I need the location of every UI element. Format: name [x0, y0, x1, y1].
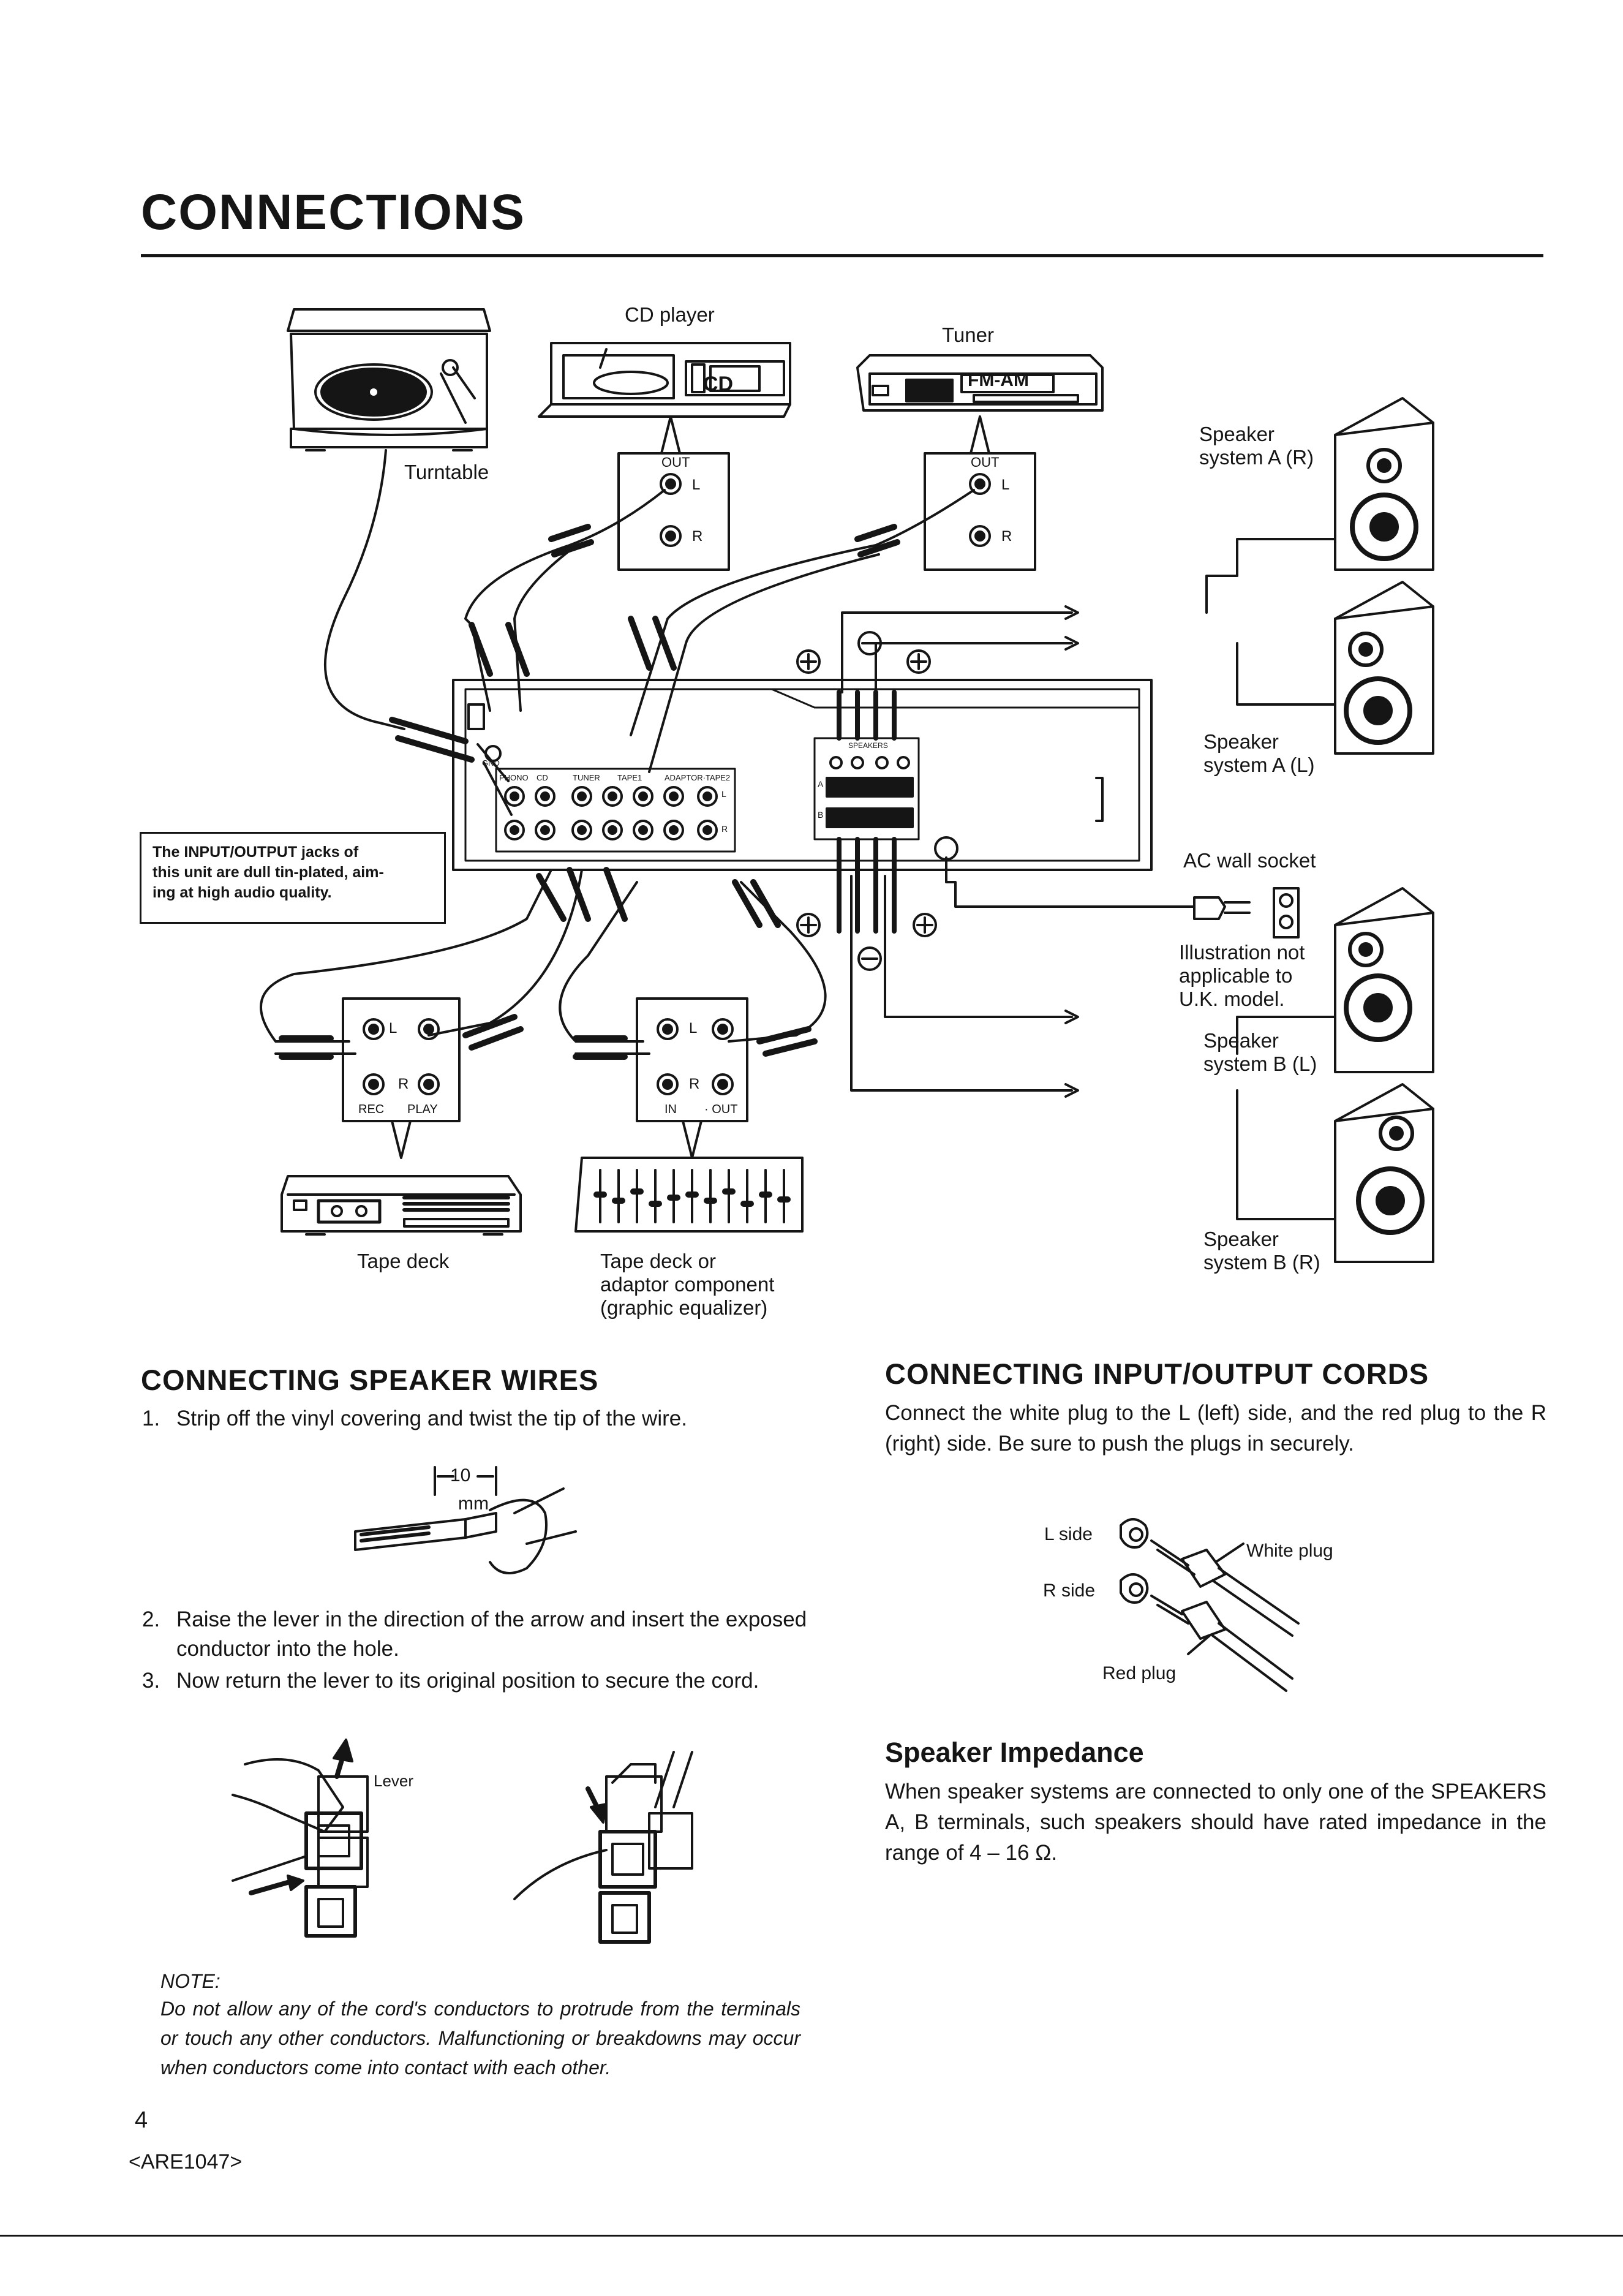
turntable-label: Turntable	[404, 461, 489, 483]
document-code: <ARE1047>	[129, 2150, 243, 2173]
tape-play-label: PLAY	[407, 1103, 438, 1116]
tuner-l-label: L	[1001, 477, 1010, 493]
tuner-illustration	[856, 354, 1104, 412]
tuner-out-jack-panel	[924, 415, 1036, 571]
cd-r-label: R	[692, 528, 703, 545]
cd-player-label: CD player	[625, 303, 715, 326]
equalizer-illustration	[574, 1157, 804, 1233]
red-plug-label: Red plug	[1102, 1663, 1177, 1683]
ac-plug-illustration	[1156, 887, 1300, 938]
tape-deck-jack-panel	[342, 997, 461, 1159]
page-number: 4	[135, 2107, 148, 2133]
speaker-wires	[796, 538, 1336, 1220]
tuner-out-label: OUT	[971, 455, 1000, 470]
strip-wire-illustration	[354, 1466, 577, 1574]
speaker-b-left-label: Speaker system B (L)	[1203, 1029, 1317, 1075]
title-rule	[141, 254, 1543, 257]
plug-illustration	[1120, 1518, 1300, 1692]
turntable-plug-pair	[389, 717, 475, 763]
uk-note-label: Illustration not applicable to U.K. mode…	[1179, 941, 1305, 1010]
speaker-a-right-label: Speaker system A (R)	[1199, 423, 1314, 469]
l-side-label: L side	[1044, 1524, 1093, 1544]
tuner-r-label: R	[1001, 528, 1012, 545]
ac-wall-socket-label: AC wall socket	[1183, 849, 1316, 872]
note-text: Do not allow any of the cord's conductor…	[160, 1998, 800, 2079]
amplifier-rear-panel	[452, 679, 1159, 908]
lever-raise-illustration	[232, 1739, 369, 1938]
speaker-wires-step-3: 3. Now return the lever to its original …	[142, 1669, 759, 1693]
tape-r-label: R	[398, 1076, 409, 1092]
cd-l-label: L	[692, 477, 701, 493]
speaker-wires-step-1: 1. Strip off the vinyl covering and twis…	[142, 1407, 687, 1430]
strip-length-unit: mm	[458, 1494, 489, 1514]
speaker-wires-step-2: 2. Raise the lever in the direction of t…	[142, 1607, 807, 1661]
lever-label: Lever	[374, 1772, 414, 1790]
adaptor-in-label: IN	[665, 1103, 677, 1116]
strip-length-value: 10	[450, 1465, 471, 1486]
note-title: NOTE:	[160, 1970, 220, 1992]
panel-b-label: B	[818, 810, 824, 820]
tuner-label: Tuner	[942, 323, 994, 346]
panel-adaptor-label: ADAPTOR·TAPE2	[665, 773, 731, 782]
tuner-cord	[630, 489, 975, 773]
cd-display-text: CD	[703, 372, 734, 396]
speaker-b-right-label: Speaker system B (R)	[1203, 1228, 1320, 1274]
cd-cord	[464, 489, 666, 712]
lever-return-illustration	[513, 1751, 693, 1944]
impedance-text: When speaker systems are connected to on…	[885, 1780, 1546, 1865]
speaker-b-left-illustration	[1334, 887, 1434, 1073]
speaker-a-left-label: Speaker system A (L)	[1203, 730, 1315, 776]
white-plug-label: White plug	[1246, 1541, 1333, 1561]
cd-player-illustration	[538, 342, 791, 418]
panel-tuner-label: TUNER	[573, 773, 600, 782]
panel-a-label: A	[818, 779, 824, 789]
io-cords-text: Connect the white plug to the L (left) s…	[885, 1401, 1546, 1456]
panel-tape1-label: TAPE1	[617, 773, 642, 782]
panel-gnd-label: GND	[482, 758, 500, 768]
tuner-display-text: FM-AM	[968, 370, 1029, 390]
jack-note-box: The INPUT/OUTPUT jacks of this unit are …	[140, 832, 446, 924]
tape-deck-adaptor-label: Tape deck or adaptor component (graphic …	[600, 1250, 775, 1319]
panel-phono-label: PHONO	[499, 773, 529, 782]
speaker-a-right-illustration	[1334, 397, 1434, 571]
page-title: CONNECTIONS	[141, 184, 525, 240]
tape-l-label: L	[389, 1020, 397, 1037]
speaker-wires-heading: CONNECTING SPEAKER WIRES	[141, 1364, 599, 1396]
speaker-b-right-illustration	[1334, 1083, 1434, 1263]
turntable-illustration	[287, 308, 491, 451]
r-side-label: R side	[1043, 1580, 1096, 1601]
tape-deck-label: Tape deck	[357, 1250, 450, 1272]
bottom-rule	[0, 2235, 1623, 2237]
tape-deck-illustration	[281, 1175, 522, 1236]
turntable-cord	[324, 449, 405, 730]
speaker-a-left-illustration	[1334, 581, 1434, 755]
adaptor-out-label: · OUT	[704, 1103, 738, 1116]
adaptor-r-label: R	[689, 1076, 700, 1092]
tape-rec-label: REC	[358, 1103, 385, 1116]
io-cords-heading: CONNECTING INPUT/OUTPUT CORDS	[885, 1358, 1429, 1390]
panel-speakers-label: SPEAKERS	[848, 741, 888, 750]
panel-cd-label: CD	[537, 773, 548, 782]
cd-out-jack-panel	[617, 415, 730, 571]
impedance-heading: Speaker Impedance	[885, 1737, 1144, 1768]
panel-r-label: R	[721, 824, 728, 834]
panel-l-label: L	[721, 789, 726, 799]
cd-out-label: OUT	[661, 455, 690, 470]
adaptor-l-label: L	[689, 1020, 698, 1037]
